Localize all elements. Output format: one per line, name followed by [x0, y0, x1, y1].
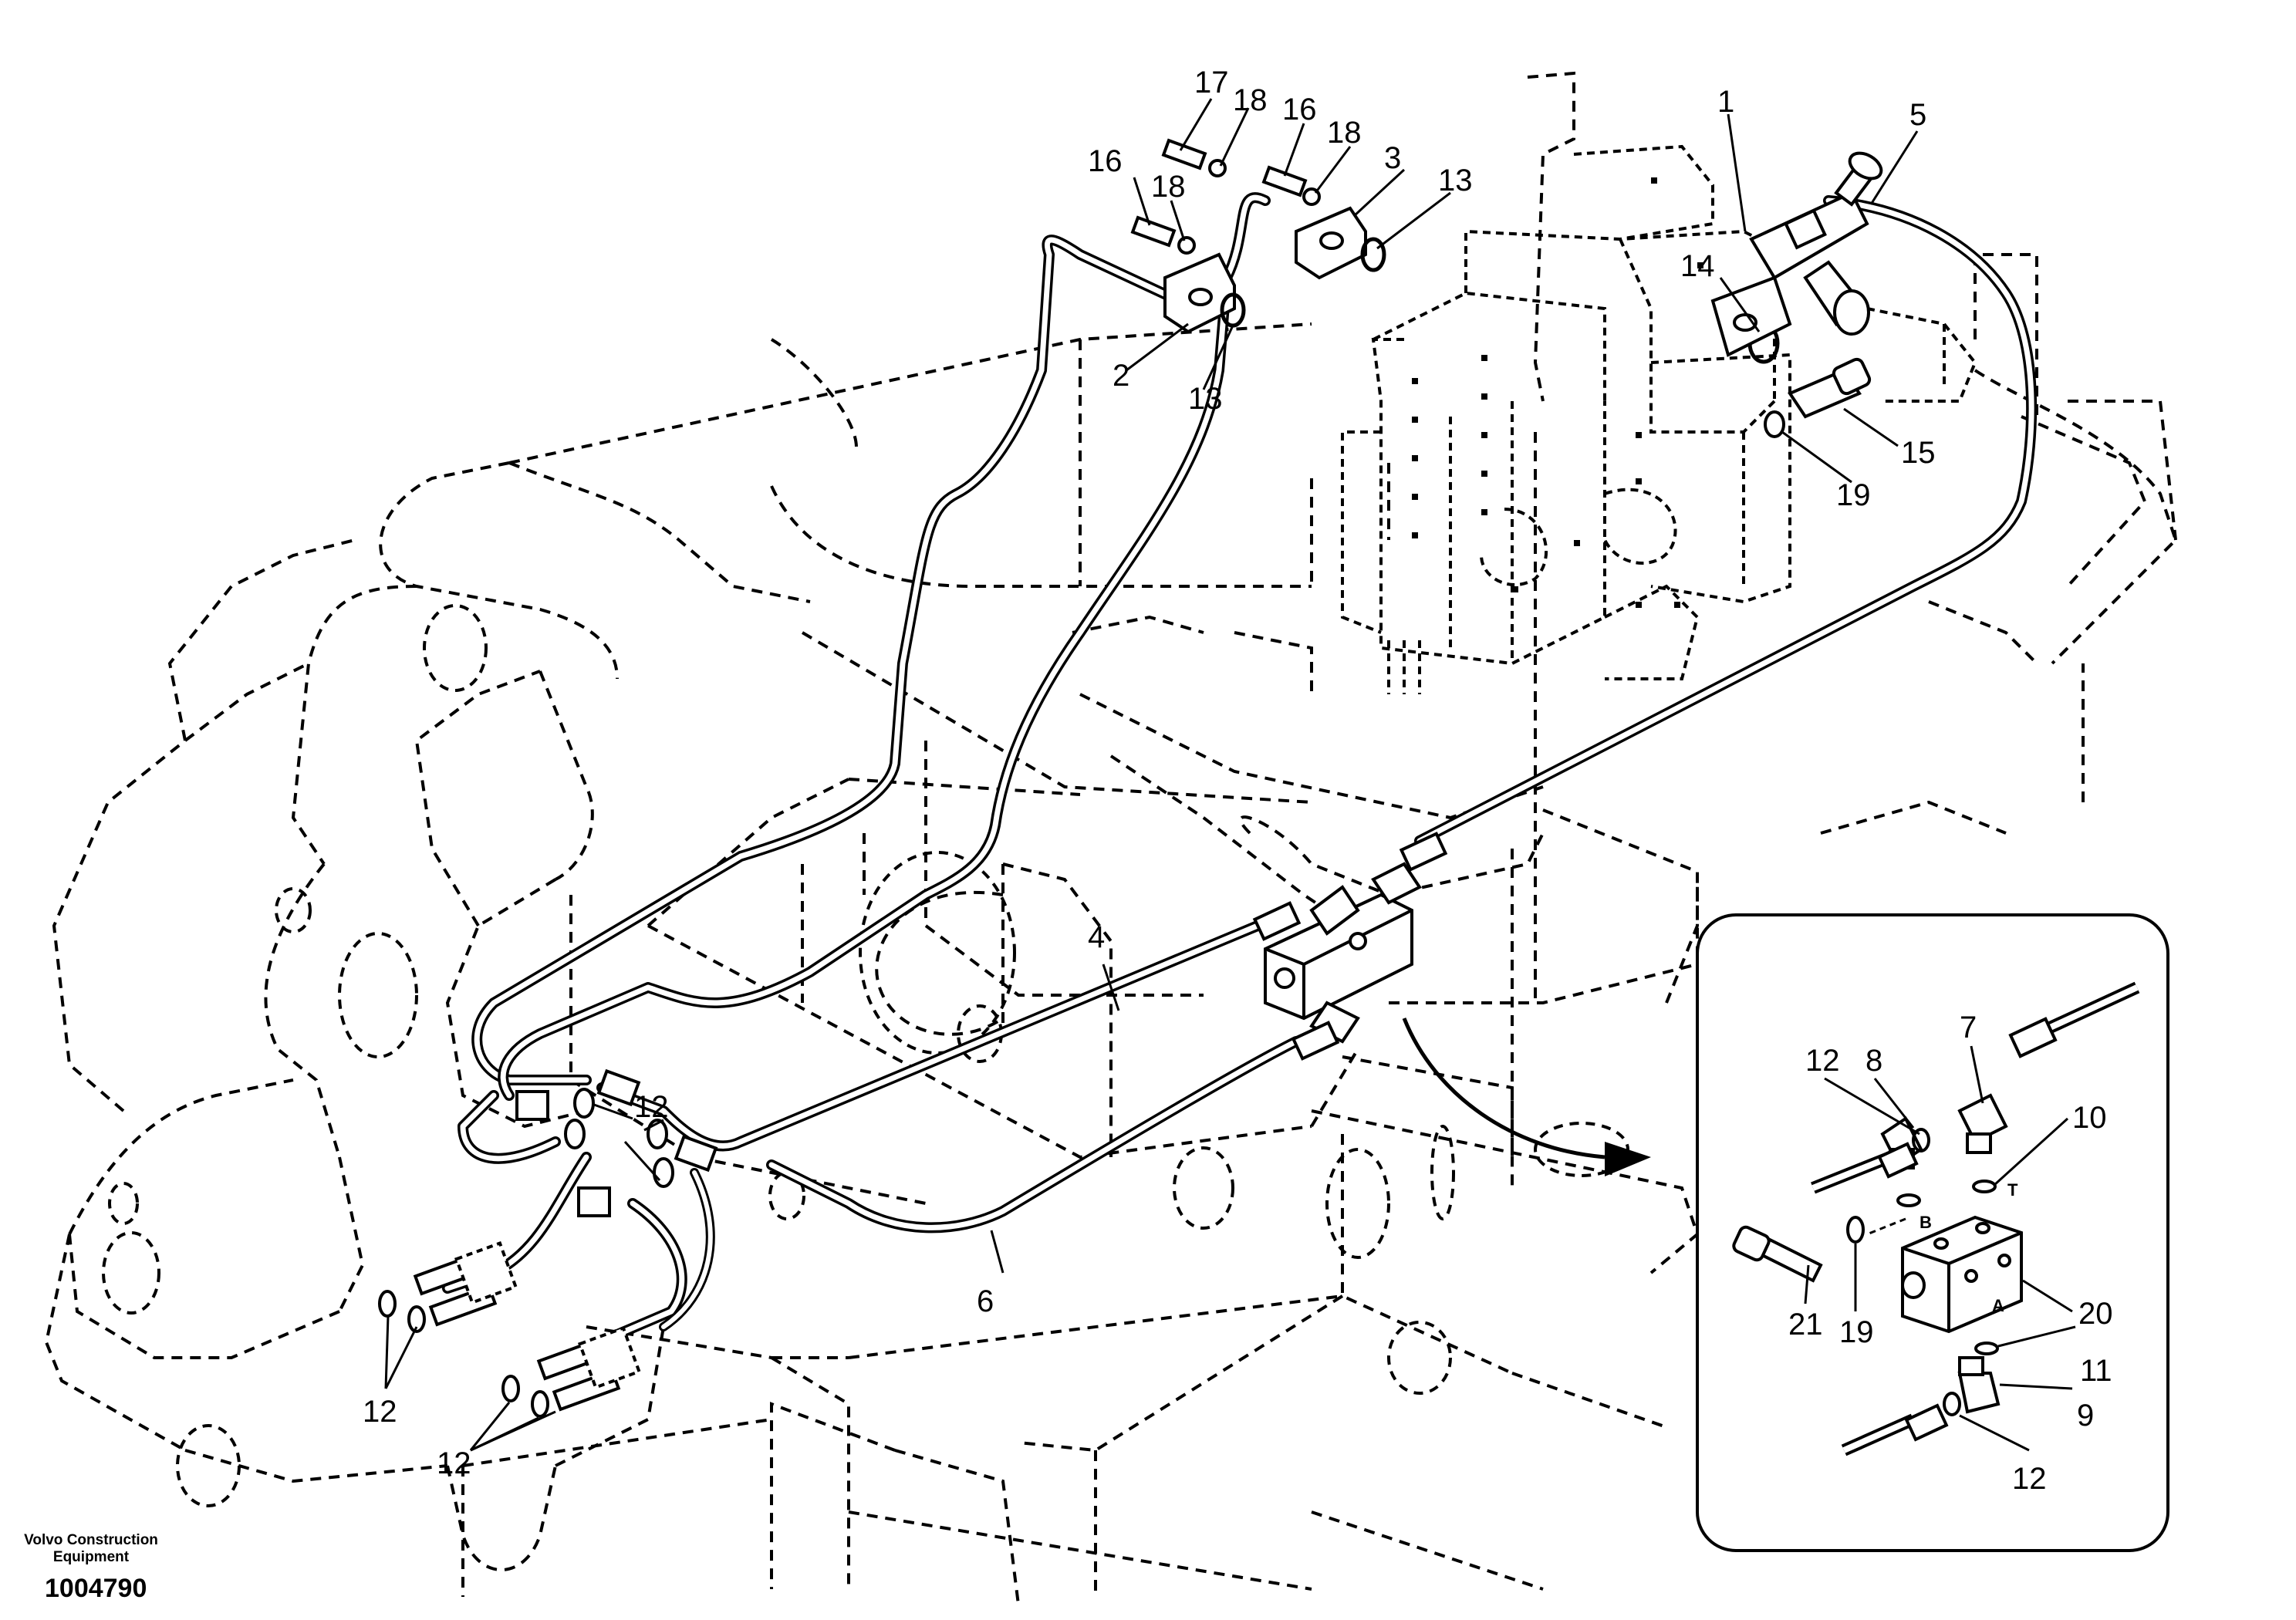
pipes	[442, 192, 2038, 1340]
frame-holes	[102, 604, 1629, 1507]
callout-1: 1	[1717, 85, 1734, 119]
callout-16: 16	[1088, 144, 1123, 178]
document-number: 1004790	[45, 1574, 147, 1603]
callout-12: 12	[363, 1395, 397, 1429]
bolts-16-17	[1130, 138, 1321, 255]
callout-5: 5	[1909, 98, 1926, 132]
tee-fitting-1	[1710, 151, 1883, 357]
port-label-a: A	[1992, 1296, 2004, 1315]
valve-block-20	[1901, 1215, 2023, 1334]
port-label-t: T	[2007, 1180, 2018, 1200]
callout-15: 15	[1901, 436, 1936, 470]
flange-3	[1295, 206, 1367, 280]
callout-9: 9	[2077, 1399, 2094, 1433]
control-valve-block	[1341, 144, 1977, 694]
callout-20: 20	[2078, 1297, 2113, 1331]
elbow-fittings	[1880, 1093, 2008, 1414]
callout-12: 12	[2012, 1462, 2047, 1496]
bolt-15	[1788, 357, 1872, 419]
callout-21: 21	[1788, 1308, 1823, 1342]
callout-18: 18	[1151, 170, 1186, 204]
callout-labels: 17 18 16 18 3 13 16 18 2 13 1 5 14 15 19…	[363, 66, 2113, 1496]
washer-19-detail	[1846, 1216, 1865, 1244]
flange-2	[1163, 252, 1236, 334]
detail-arrow	[1402, 1018, 1651, 1176]
brand-label: Volvo Construction Equipment	[14, 1532, 168, 1566]
valve-ports	[1412, 177, 1703, 608]
detail-leaders	[1804, 1045, 2076, 1452]
callout-16: 16	[1282, 93, 1317, 127]
washer-19	[1764, 410, 1785, 438]
callout-6: 6	[977, 1284, 994, 1318]
callout-4: 4	[1088, 920, 1105, 954]
detail-inset	[1696, 913, 2169, 1552]
callout-13: 13	[1188, 382, 1223, 416]
distribution-valve	[1264, 862, 1422, 1044]
callout-14: 14	[1680, 249, 1715, 283]
callout-18: 18	[1327, 116, 1362, 150]
callout-3: 3	[1384, 141, 1401, 175]
brand-line-1: Volvo Construction	[24, 1532, 158, 1548]
callout-11: 11	[2080, 1354, 2112, 1388]
callout-7: 7	[1960, 1011, 1977, 1045]
callout-12: 12	[437, 1446, 471, 1480]
leader-lines	[384, 98, 1919, 1452]
callout-17: 17	[1194, 66, 1229, 100]
detail-orings	[1896, 1128, 1999, 1416]
callout-13: 13	[1438, 164, 1473, 197]
callout-19: 19	[1836, 478, 1871, 512]
callout-8: 8	[1866, 1044, 1882, 1078]
callout-12: 12	[634, 1090, 669, 1124]
callout-2: 2	[1113, 359, 1129, 393]
callout-19: 19	[1839, 1315, 1874, 1349]
brand-line-2: Equipment	[52, 1549, 130, 1565]
detail-hoses	[1811, 981, 2140, 1456]
detail-hose-ends	[1877, 1017, 2058, 1442]
callout-10: 10	[2072, 1101, 2107, 1135]
callout-12: 12	[1805, 1044, 1840, 1078]
bolt-21	[1732, 1225, 1823, 1283]
port-label-b: B	[1920, 1213, 1932, 1232]
callout-18: 18	[1233, 83, 1268, 117]
